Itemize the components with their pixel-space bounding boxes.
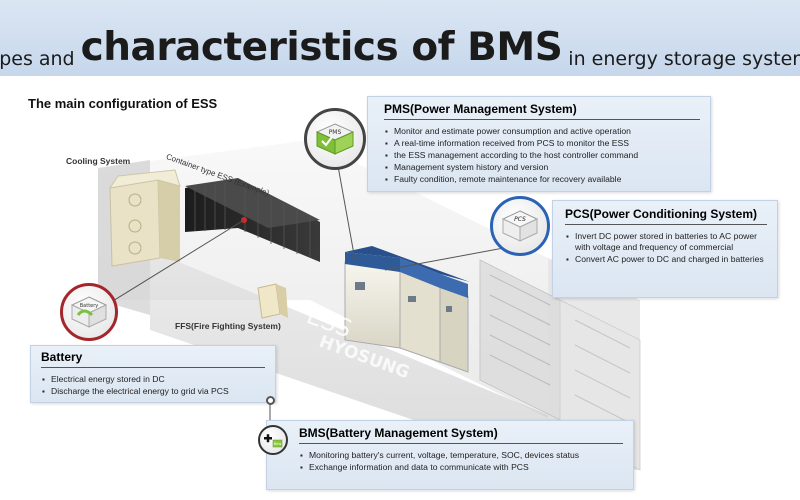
list-item: Discharge the electrical energy to grid … [41,386,265,397]
bms-connector-dot [266,396,275,405]
list-item: Faulty condition, remote maintenance for… [384,174,700,185]
section-subtitle: The main configuration of ESS [28,96,218,111]
title-part-1: Types and [0,48,75,70]
pms-panel: PMS(Power Management System) Monitor and… [367,96,711,192]
list-item: the ESS management according to the host… [384,150,700,161]
pcs-panel: PCS(Power Conditioning System) Invert DC… [552,200,778,298]
pcs-icon-text: PCS [514,216,526,223]
pms-icon-circle: PMS [304,108,366,170]
pcs-icon-circle: PCS [490,196,550,256]
list-item: Management system history and version [384,162,700,173]
pms-icon-text: PMS [329,129,342,136]
container-front-wall [150,250,560,470]
pcs-cube-icon: PCS [501,210,539,242]
battery-list: Electrical energy stored in DC Discharge… [41,374,265,397]
bms-panel: BMS(Battery Management System) Monitorin… [266,420,634,490]
pms-list: Monitor and estimate power consumption a… [384,126,700,185]
ffs-label: FFS(Fire Fighting System) [175,321,281,331]
list-item: Electrical energy stored in DC [41,374,265,385]
battery-cube-icon: Battery [70,296,108,328]
pcs-title: PCS(Power Conditioning System) [565,207,767,225]
bms-icon-circle: Bms [258,425,288,455]
cooling-system-label: Cooling System [66,156,131,166]
title-part-2: characteristics of BMS [80,25,563,70]
title-part-3: in energy storage systems [568,48,800,70]
battery-title: Battery [41,350,265,368]
pms-cube-icon: PMS [315,123,355,155]
bms-title: BMS(Battery Management System) [299,426,623,444]
title-banner: Types and characteristics of BMS in ener… [0,0,800,76]
list-item: A real-time information received from PC… [384,138,700,149]
bms-plus-icon: Bms [264,434,283,448]
bms-icon-text: Bms [274,442,282,446]
cooling-units [108,169,181,267]
battery-icon-circle: Battery [60,283,118,341]
battery-panel: Battery Electrical energy stored in DC D… [30,345,276,403]
list-item: Monitoring battery's current, voltage, t… [299,450,623,461]
list-item: Convert AC power to DC and charged in ba… [565,254,767,265]
list-item: Exchange information and data to communi… [299,462,623,473]
bms-list: Monitoring battery's current, voltage, t… [299,450,623,473]
ffs-cabinet [257,283,288,319]
list-item: Invert DC power stored in batteries to A… [565,231,767,253]
battery-icon-text: Battery [80,303,99,309]
connector-lines [94,165,521,420]
pms-title: PMS(Power Management System) [384,102,700,120]
list-item: Monitor and estimate power consumption a… [384,126,700,137]
pcs-list: Invert DC power stored in batteries to A… [565,231,767,265]
battery-racks [185,178,320,262]
pcs-cabinets [344,246,470,373]
